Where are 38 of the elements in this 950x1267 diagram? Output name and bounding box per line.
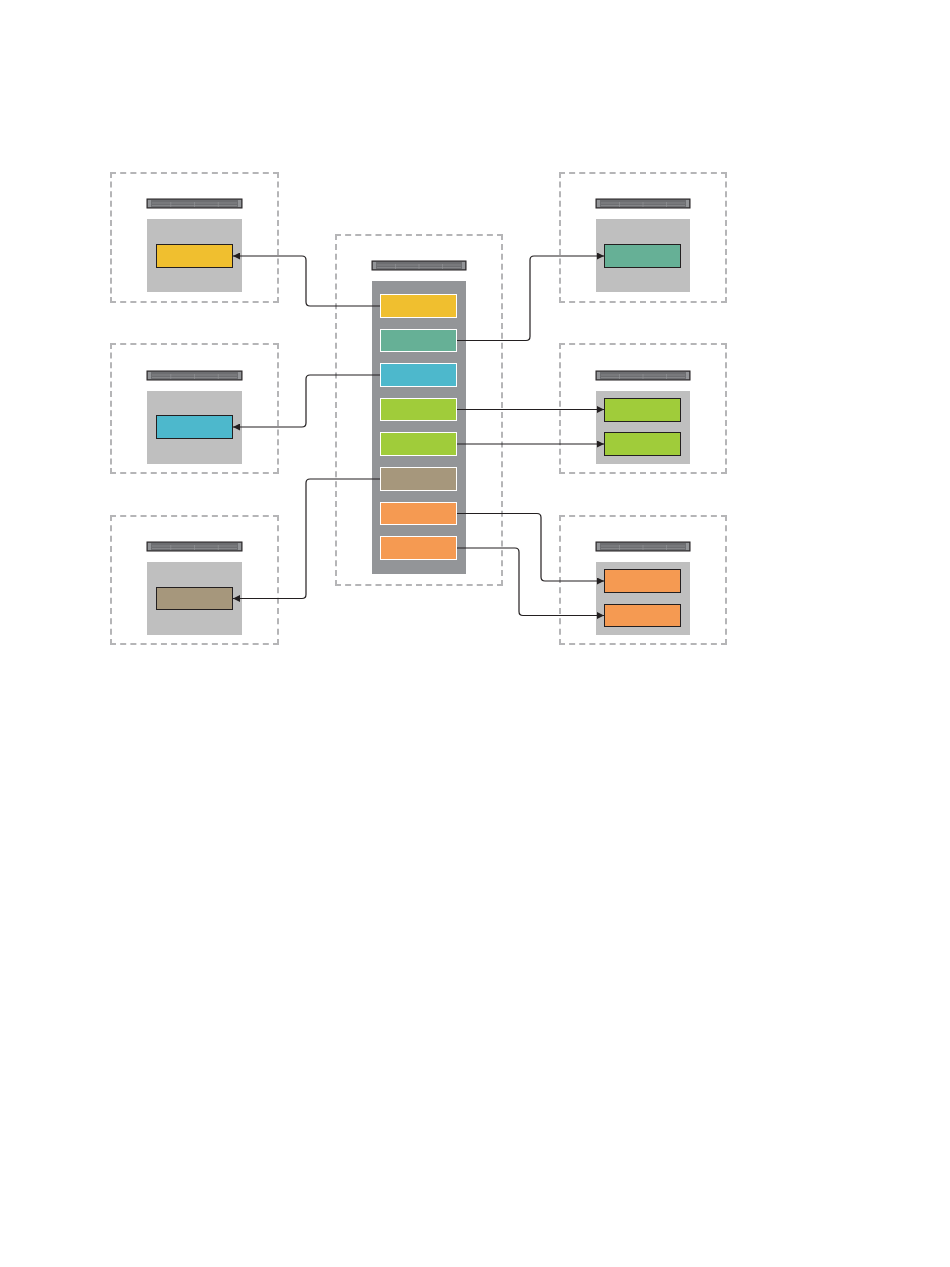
colored-block bbox=[380, 432, 457, 456]
dashed-group-frame bbox=[110, 343, 279, 474]
server-panel bbox=[596, 562, 690, 635]
dashed-group-frame bbox=[559, 515, 727, 645]
connector-arrow bbox=[232, 478, 381, 602]
server-panel bbox=[372, 281, 466, 574]
server-panel bbox=[147, 391, 242, 464]
colored-block bbox=[604, 244, 681, 268]
server-panel bbox=[596, 391, 690, 464]
colored-block bbox=[604, 604, 681, 627]
colored-block bbox=[604, 432, 681, 456]
connector-arrow bbox=[456, 547, 605, 619]
connector-arrow bbox=[232, 252, 381, 307]
colored-block bbox=[380, 467, 457, 491]
colored-block bbox=[380, 398, 457, 421]
colored-block bbox=[380, 502, 457, 525]
colored-block bbox=[380, 294, 457, 318]
colored-block bbox=[156, 244, 233, 268]
colored-block bbox=[380, 329, 457, 352]
connector-arrow bbox=[456, 252, 605, 342]
colored-block bbox=[156, 587, 233, 610]
connector-arrow bbox=[232, 374, 381, 431]
connector-arrow bbox=[456, 512, 605, 585]
colored-block bbox=[156, 415, 233, 439]
colored-block bbox=[604, 569, 681, 593]
dashed-group-frame bbox=[559, 172, 727, 303]
dashed-group-frame bbox=[110, 172, 279, 303]
server-panel bbox=[596, 219, 690, 292]
dashed-group-frame bbox=[110, 515, 279, 645]
server-panel bbox=[147, 219, 242, 292]
server-panel bbox=[147, 562, 242, 635]
connector-arrow bbox=[456, 440, 605, 448]
dashed-group-frame bbox=[559, 343, 727, 474]
connector-arrow bbox=[456, 406, 605, 413]
colored-block bbox=[380, 363, 457, 387]
colored-block bbox=[604, 398, 681, 422]
colored-block bbox=[380, 536, 457, 560]
dashed-group-frame bbox=[335, 234, 503, 586]
